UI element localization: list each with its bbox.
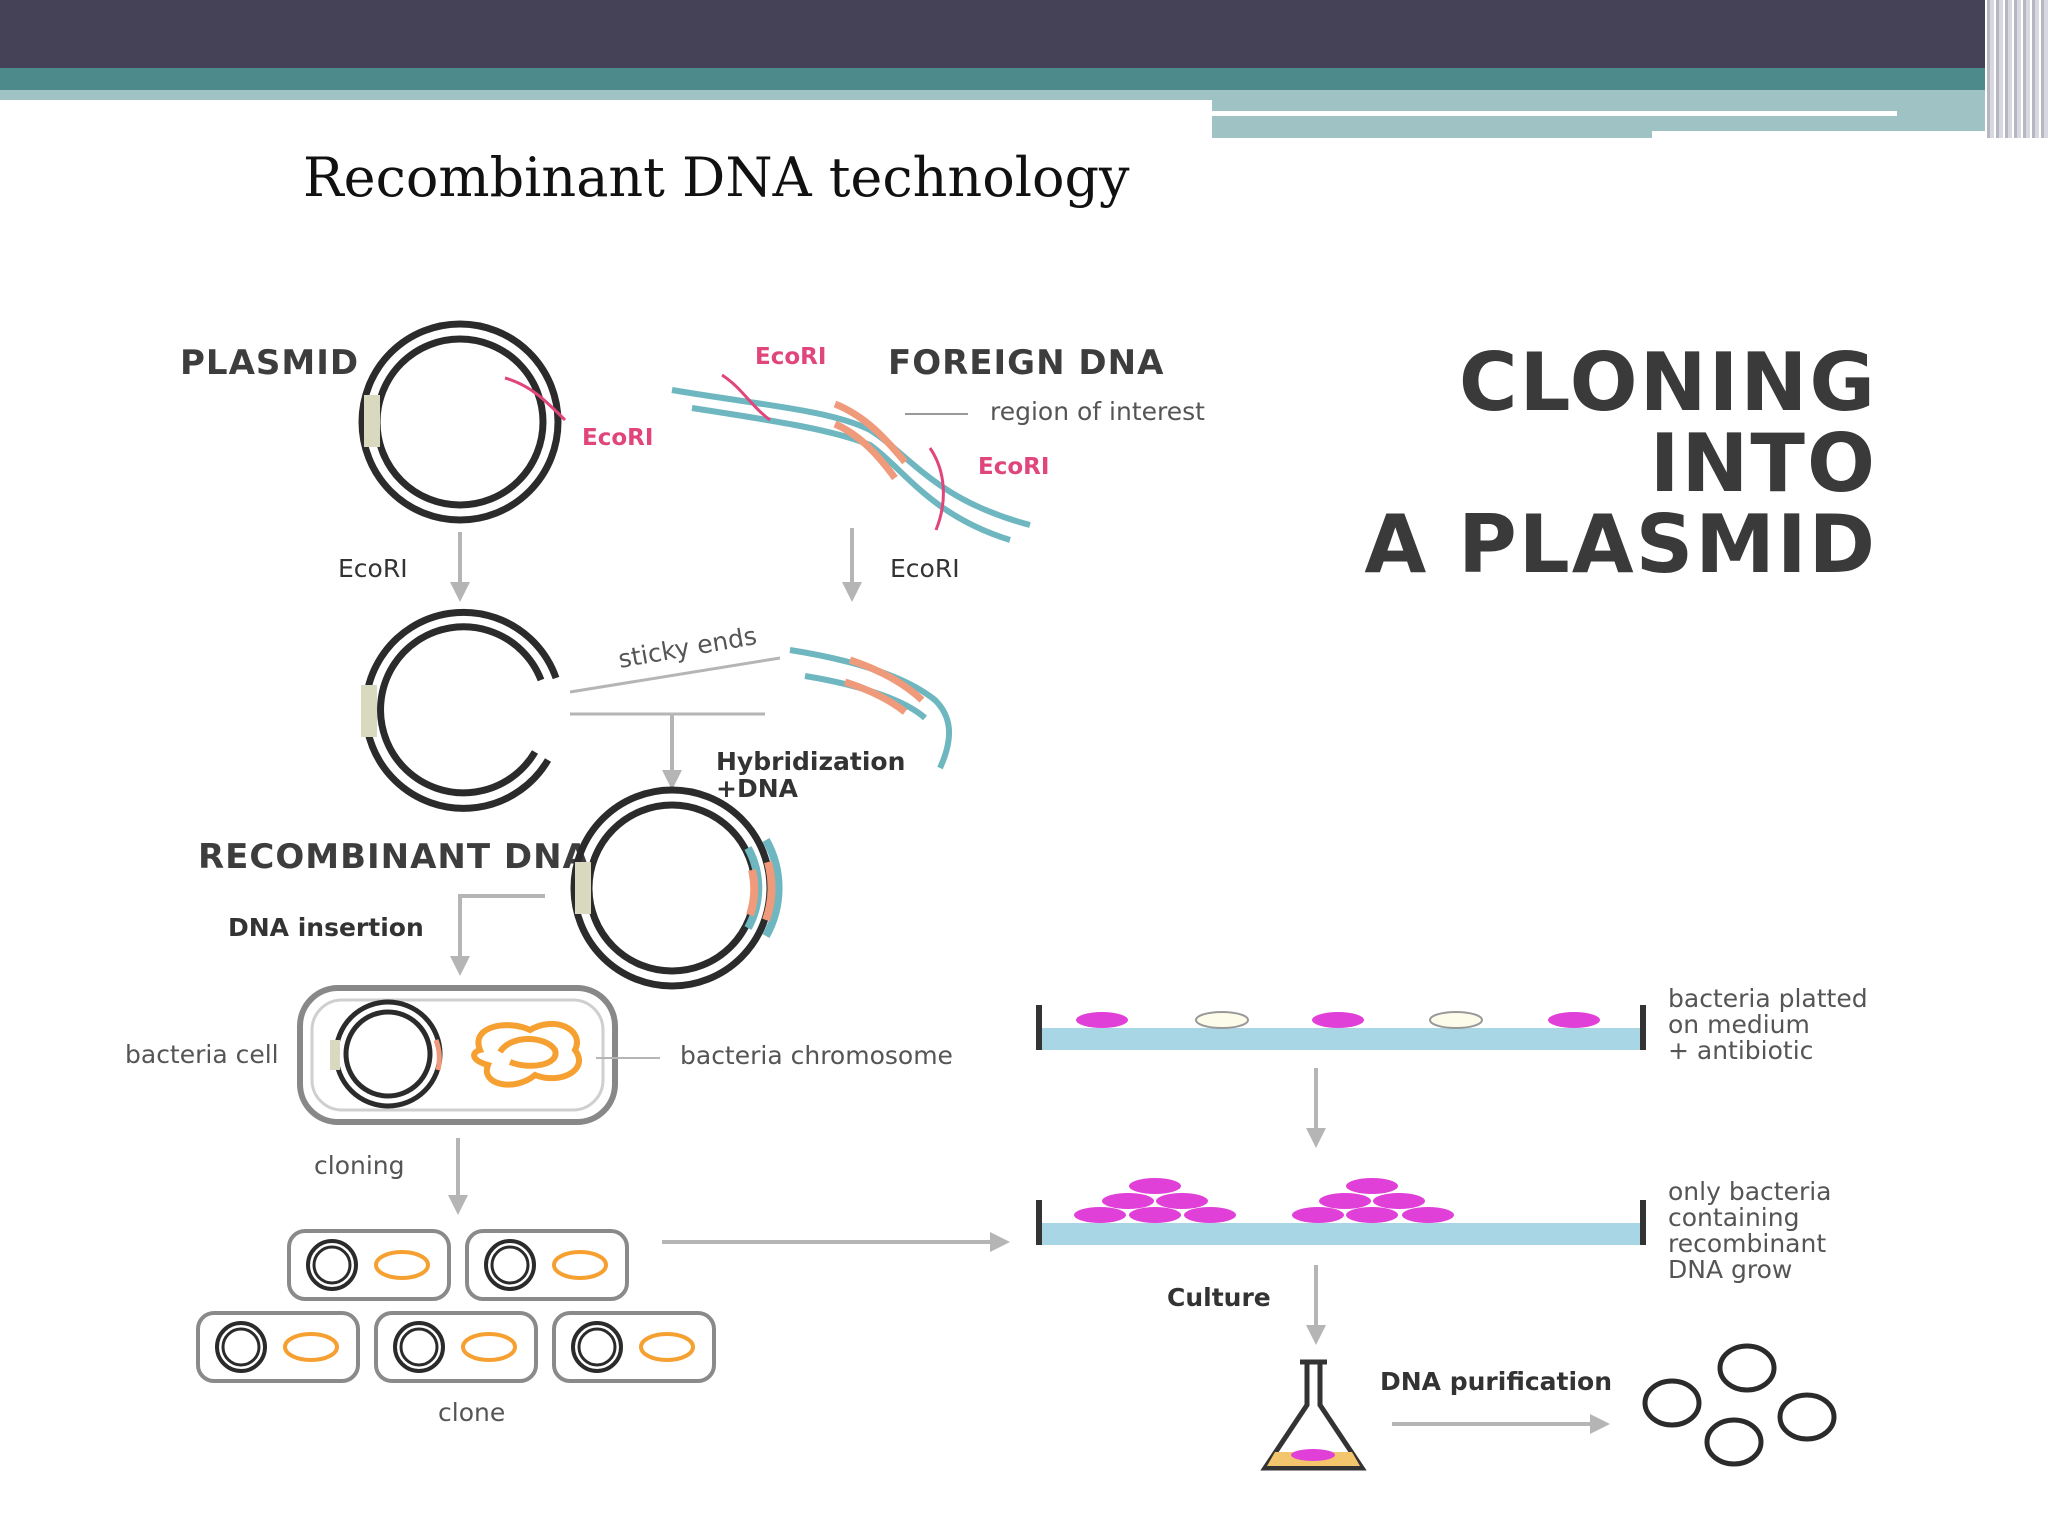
- ecori-plasmid-site-label: EcoRI: [582, 425, 653, 451]
- dna-purification-label: DNA purification: [1380, 1367, 1612, 1396]
- plus-dna-label: +DNA: [716, 774, 799, 803]
- grow-label-line-1: only bacteria: [1668, 1177, 1832, 1206]
- plate-label-line-3: + antibiotic: [1668, 1036, 1813, 1065]
- plasmid-icon: [358, 320, 567, 524]
- grow-label-line-2: containing: [1668, 1203, 1799, 1232]
- slide-title: Recombinant DNA technology: [303, 146, 1130, 209]
- hybridization-label: Hybridization: [716, 747, 905, 776]
- headline-line-2: INTO: [1650, 417, 1877, 510]
- dna-insertion-label: DNA insertion: [228, 913, 424, 942]
- header-band-right-line: [1212, 111, 1897, 116]
- clone-cell: [374, 1311, 538, 1383]
- open-plasmid-icon: [361, 608, 560, 812]
- header-band-teal: [0, 68, 2048, 90]
- bacteria-chromosome-label: bacteria chromosome: [680, 1041, 953, 1070]
- culture-label: Culture: [1167, 1283, 1271, 1312]
- bacteria-cell-icon: [297, 985, 618, 1125]
- foreign-fragment: [789, 647, 953, 770]
- ecori-foreign-top-label: EcoRI: [755, 344, 826, 370]
- plasmid-label: PLASMID: [180, 343, 359, 383]
- foreign-dna-label: FOREIGN DNA: [888, 343, 1164, 383]
- bacteria-cell-label: bacteria cell: [125, 1040, 279, 1069]
- headline-line-3: A PLASMID: [1364, 498, 1877, 591]
- clone-cell: [552, 1311, 716, 1383]
- header-band-light: [0, 90, 1212, 100]
- grow-label-line-3: recombinant: [1668, 1229, 1826, 1258]
- clone-label: clone: [438, 1398, 505, 1427]
- header-band-dark: [0, 0, 2048, 68]
- header-band-right-notch: [1652, 131, 2002, 138]
- clone-cell: [287, 1229, 451, 1301]
- clone-cell: [196, 1311, 360, 1383]
- plate-colonies: [1036, 1178, 1646, 1245]
- bacteria-chromosome-icon: [471, 1020, 582, 1088]
- plate-label-line-2: on medium: [1668, 1010, 1810, 1039]
- recombinant-plasmid-icon: [570, 786, 783, 990]
- headline-line-1: CLONING: [1459, 336, 1877, 429]
- region-of-interest-label: region of interest: [990, 397, 1205, 426]
- ecori-foreign-bottom-label: EcoRI: [978, 454, 1049, 480]
- dna-insertion-arrow: [450, 894, 545, 976]
- plate-antibiotic: [1036, 1005, 1646, 1050]
- header-stripes: [1985, 0, 2048, 138]
- foreign-dna-strands: [671, 373, 1031, 543]
- recombinant-dna-label: RECOMBINANT DNA: [198, 837, 590, 877]
- cloning-label: cloning: [314, 1151, 405, 1180]
- plate-label-line-1: bacteria platted: [1668, 984, 1868, 1013]
- sticky-ends-pointer: [569, 656, 781, 694]
- ecori-arrow-left-label: EcoRI: [338, 554, 408, 583]
- ecori-arrow-right-label: EcoRI: [890, 554, 960, 583]
- clone-cell: [465, 1229, 629, 1301]
- purified-plasmids: [1642, 1343, 1837, 1467]
- flask-icon: [1260, 1359, 1367, 1471]
- grow-label-line-4: DNA grow: [1668, 1255, 1792, 1284]
